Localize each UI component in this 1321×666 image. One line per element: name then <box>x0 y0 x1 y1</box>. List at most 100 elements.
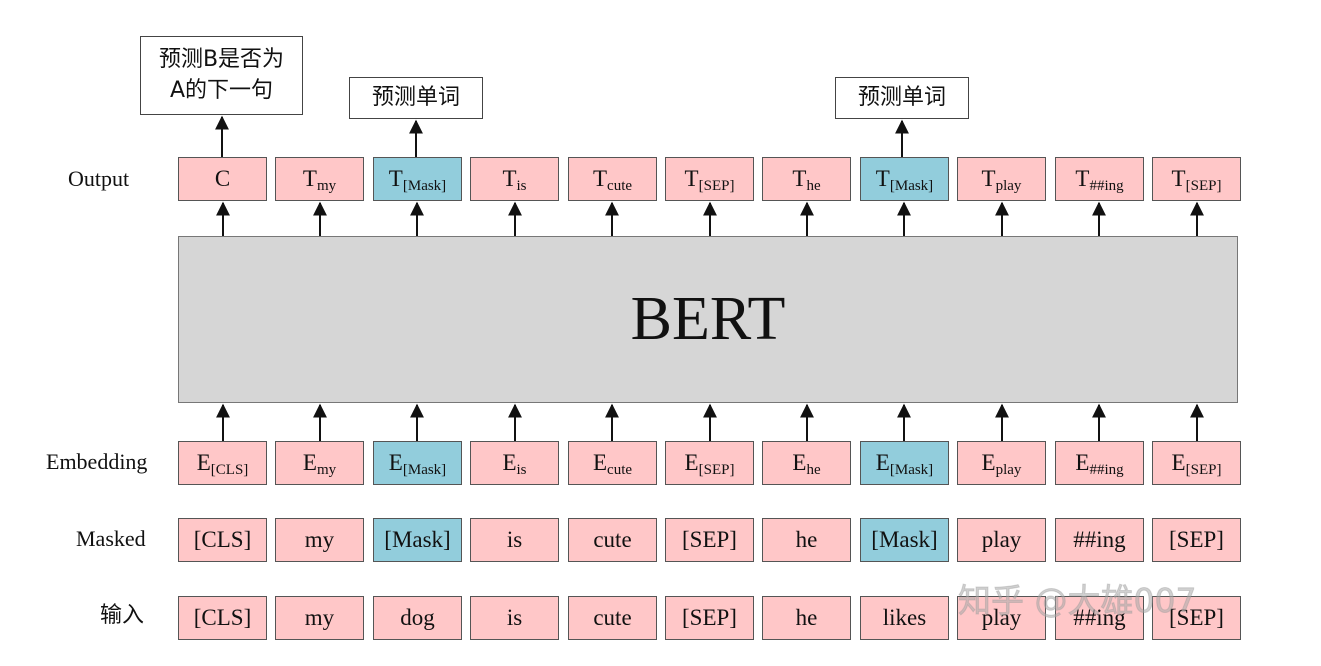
embedding-token-base: E <box>302 450 317 475</box>
bert-label: BERT <box>630 285 786 353</box>
output-token-base: T <box>875 166 890 191</box>
input-token-label: cute <box>593 605 632 630</box>
masked-token-label: is <box>506 527 523 552</box>
embedding-token: E[CLS] <box>178 441 267 485</box>
embedding-token-subscript: cute <box>607 461 633 478</box>
masked-token-label: my <box>304 527 335 552</box>
output-token-base: T <box>792 166 807 191</box>
output-token-subscript: [Mask] <box>889 177 934 194</box>
input-token-label: likes <box>882 605 927 630</box>
embedding-token-base: E <box>1075 450 1090 475</box>
input-token-label: he <box>795 605 818 630</box>
embedding-token-subscript: [SEP] <box>698 461 735 478</box>
embedding-token-base: E <box>196 450 211 475</box>
output-token-base: T <box>592 166 608 191</box>
output-token-subscript: cute <box>607 177 633 194</box>
embedding-token: E##ing <box>1055 441 1144 485</box>
output-token-subscript: he <box>806 177 821 194</box>
output-token: T[SEP] <box>665 157 754 201</box>
masked-token: [Mask] <box>373 518 462 562</box>
input-token-label: my <box>304 605 335 630</box>
input-token: ##ing <box>1055 596 1144 640</box>
output-token-base: T <box>981 166 996 191</box>
output-token-subscript: my <box>316 177 337 194</box>
embedding-token-subscript: [SEP] <box>1185 461 1222 478</box>
callout-next-sentence-prediction: 预测B是否为 A的下一句 <box>140 36 303 115</box>
row-label-masked: Masked <box>76 526 146 551</box>
masked-token-label: cute <box>593 527 632 552</box>
masked-token: he <box>762 518 851 562</box>
input-token: [CLS] <box>178 596 267 640</box>
input-token: [SEP] <box>665 596 754 640</box>
input-token-label: [SEP] <box>1169 605 1224 630</box>
output-token: C <box>178 157 267 201</box>
output-token-base: T <box>1171 166 1186 191</box>
callout-predict-word-2: 预测单词 <box>835 77 969 119</box>
output-token-subscript: ##ing <box>1089 177 1124 194</box>
embedding-token: E[SEP] <box>665 441 754 485</box>
masked-token-label: [SEP] <box>682 527 737 552</box>
output-token-base: C <box>214 166 231 191</box>
embedding-token-subscript: ##ing <box>1089 461 1124 478</box>
masked-token: is <box>470 518 559 562</box>
embedding-token-subscript: my <box>316 461 337 478</box>
embedding-token-base: E <box>592 450 608 475</box>
input-token: [SEP] <box>1152 596 1241 640</box>
input-token-label: is <box>506 605 523 630</box>
masked-token-label: [Mask] <box>871 527 938 552</box>
masked-token-label: [Mask] <box>384 527 451 552</box>
output-token-base: T <box>502 166 517 191</box>
embedding-token: E[Mask] <box>860 441 949 485</box>
embedding-token-base: E <box>388 450 403 475</box>
row-label-input: 输入 <box>100 603 145 628</box>
output-token: T[Mask] <box>373 157 462 201</box>
row-label-output: Output <box>68 166 130 191</box>
masked-token: [Mask] <box>860 518 949 562</box>
input-token-label: dog <box>400 605 435 630</box>
embedding-token-base: E <box>684 450 699 475</box>
masked-token: cute <box>568 518 657 562</box>
input-token-label: play <box>981 605 1022 630</box>
embedding-token-subscript: [Mask] <box>402 461 447 478</box>
row-label-embedding: Embedding <box>46 449 148 474</box>
masked-token: [CLS] <box>178 518 267 562</box>
output-token-subscript: is <box>516 177 527 194</box>
masked-token-label: [CLS] <box>193 527 252 552</box>
input-token-label: ##ing <box>1073 605 1126 630</box>
callout-predict-word-1: 预测单词 <box>349 77 483 119</box>
masked-token-label: he <box>795 527 818 552</box>
bert-model-box: BERT <box>178 236 1238 403</box>
input-token: my <box>275 596 364 640</box>
watermark: 知乎 @大雄007 <box>957 581 1197 621</box>
input-token-label: [SEP] <box>682 605 737 630</box>
embedding-token-base: E <box>792 450 807 475</box>
output-token-base: T <box>1075 166 1090 191</box>
embedding-token-base: E <box>981 450 996 475</box>
embedding-token-subscript: [CLS] <box>210 461 249 478</box>
output-token-subscript: [Mask] <box>402 177 447 194</box>
masked-token: my <box>275 518 364 562</box>
masked-token: ##ing <box>1055 518 1144 562</box>
output-token: T##ing <box>1055 157 1144 201</box>
embedding-token-base: E <box>502 450 517 475</box>
input-token: cute <box>568 596 657 640</box>
input-token: play <box>957 596 1046 640</box>
output-token-subscript: [SEP] <box>1185 177 1222 194</box>
embedding-token-subscript: he <box>806 461 821 478</box>
embedding-token-base: E <box>875 450 890 475</box>
masked-token: [SEP] <box>665 518 754 562</box>
input-token: dog <box>373 596 462 640</box>
embedding-token: E[Mask] <box>373 441 462 485</box>
output-token: T[SEP] <box>1152 157 1241 201</box>
output-token-subscript: [SEP] <box>698 177 735 194</box>
